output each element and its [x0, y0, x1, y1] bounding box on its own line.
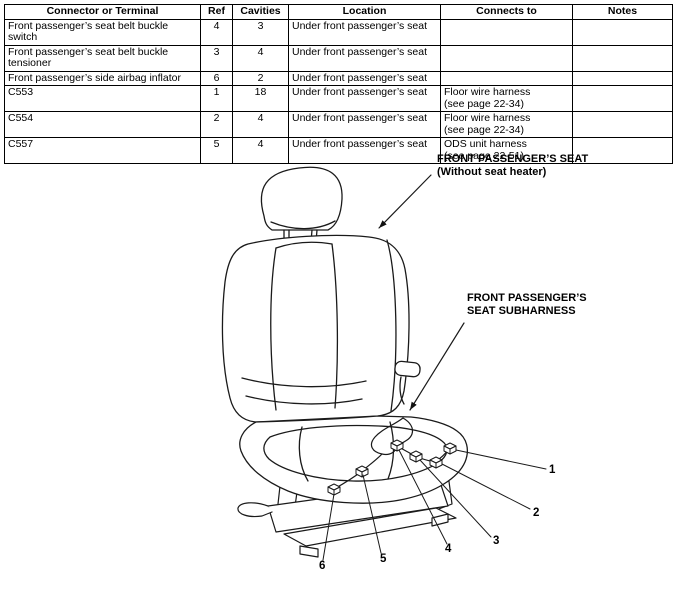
cell-connector: Front passenger’s seat belt buckle tensi… — [4, 44, 201, 72]
cell-connects-to: Floor wire harness (see page 22-34) — [440, 85, 573, 112]
col-header-ref: Ref — [200, 4, 233, 20]
subharness-label: FRONT PASSENGER’S SEAT SUBHARNESS — [467, 292, 587, 318]
table-row: C557 5 4 Under front passenger’s seat OD… — [4, 137, 673, 164]
callout-6: 6 — [319, 560, 326, 572]
connector-table: Connector or Terminal Ref Cavities Locat… — [4, 4, 673, 164]
cell-cavities: 4 — [232, 111, 289, 138]
cell-ref: 6 — [200, 70, 233, 86]
leader-line-1 — [455, 449, 547, 470]
cell-connector: C557 — [4, 137, 201, 164]
headrest — [260, 166, 343, 243]
cell-location: Under front passenger’s seat — [288, 137, 441, 164]
callout-4: 4 — [445, 543, 452, 555]
seat-diagram: FRONT PASSENGER’S SEAT (Without seat hea… — [0, 150, 678, 598]
cell-location: Under front passenger’s seat — [288, 44, 441, 72]
seat-label-arrow — [378, 174, 432, 229]
seat-illustration — [221, 166, 547, 561]
cell-notes — [572, 70, 673, 86]
cell-connects-to — [440, 44, 573, 72]
col-header-notes: Notes — [572, 4, 673, 20]
leader-line-4 — [398, 449, 448, 545]
label-arrows — [378, 174, 465, 411]
cell-connects-to — [440, 70, 573, 86]
cell-notes — [572, 18, 673, 46]
cell-connects-to: ODS unit harness (see page 22-51) — [440, 137, 573, 164]
connector-box-5 — [355, 465, 369, 478]
callout-5: 5 — [380, 553, 387, 565]
cell-location: Under front passenger’s seat — [288, 85, 441, 112]
subharness-label-arrow — [409, 322, 465, 411]
cell-notes — [572, 44, 673, 72]
recline-lever — [394, 360, 421, 405]
leader-line-5 — [362, 474, 382, 554]
subharness-label-line1: FRONT PASSENGER’S — [467, 292, 587, 304]
cell-connector: C553 — [4, 85, 201, 112]
cell-location: Under front passenger’s seat — [288, 70, 441, 86]
cell-location: Under front passenger’s seat — [288, 111, 441, 138]
cell-ref: 1 — [200, 85, 233, 112]
callout-leader-lines — [322, 449, 547, 561]
seat-label: FRONT PASSENGER’S SEAT (Without seat hea… — [437, 153, 588, 179]
connector-box-1 — [443, 442, 457, 455]
cell-notes — [572, 111, 673, 138]
subharness-label-line2: SEAT SUBHARNESS — [467, 305, 576, 317]
connector-box-4 — [390, 439, 404, 452]
col-header-connector: Connector or Terminal — [4, 4, 201, 20]
table-row: C553 1 18 Under front passenger’s seat F… — [4, 85, 673, 112]
seat-label-line1: FRONT PASSENGER’S SEAT — [437, 153, 589, 165]
cell-cavities: 4 — [232, 137, 289, 164]
leader-line-3 — [419, 459, 492, 538]
table-row: Front passenger’s side airbag inflator 6… — [4, 70, 673, 86]
col-header-cavities: Cavities — [232, 4, 289, 20]
cell-connector: C554 — [4, 111, 201, 138]
cell-notes — [572, 137, 673, 164]
leader-line-2 — [441, 463, 531, 510]
callout-2: 2 — [533, 507, 540, 519]
table-row: Front passenger’s seat belt buckle switc… — [4, 18, 673, 46]
connector-box-3 — [409, 450, 423, 463]
cell-location: Under front passenger’s seat — [288, 18, 441, 46]
table-header-row: Connector or Terminal Ref Cavities Locat… — [4, 4, 673, 20]
connector-box-2 — [429, 456, 443, 469]
cell-cavities: 18 — [232, 85, 289, 112]
cell-connector: Front passenger’s side airbag inflator — [4, 70, 201, 86]
seat-label-line2: (Without seat heater) — [437, 166, 547, 178]
callout-1: 1 — [549, 464, 556, 476]
cell-notes — [572, 85, 673, 112]
col-header-location: Location — [288, 4, 441, 20]
connector-box-6 — [327, 483, 341, 496]
connector-boxes — [327, 439, 457, 496]
cell-connector: Front passenger’s seat belt buckle switc… — [4, 18, 201, 46]
cell-ref: 4 — [200, 18, 233, 46]
cell-cavities: 3 — [232, 18, 289, 46]
leader-line-6 — [322, 493, 335, 561]
table-row: C554 2 4 Under front passenger’s seat Fl… — [4, 111, 673, 138]
cell-connects-to: Floor wire harness (see page 22-34) — [440, 111, 573, 138]
table-row: Front passenger’s seat belt buckle tensi… — [4, 44, 673, 72]
seat-back — [221, 234, 410, 423]
cell-cavities: 4 — [232, 44, 289, 72]
cell-cavities: 2 — [232, 70, 289, 86]
col-header-connects-to: Connects to — [440, 4, 573, 20]
callout-3: 3 — [493, 535, 500, 547]
cell-ref: 2 — [200, 111, 233, 138]
cell-ref: 3 — [200, 44, 233, 72]
cell-connects-to — [440, 18, 573, 46]
